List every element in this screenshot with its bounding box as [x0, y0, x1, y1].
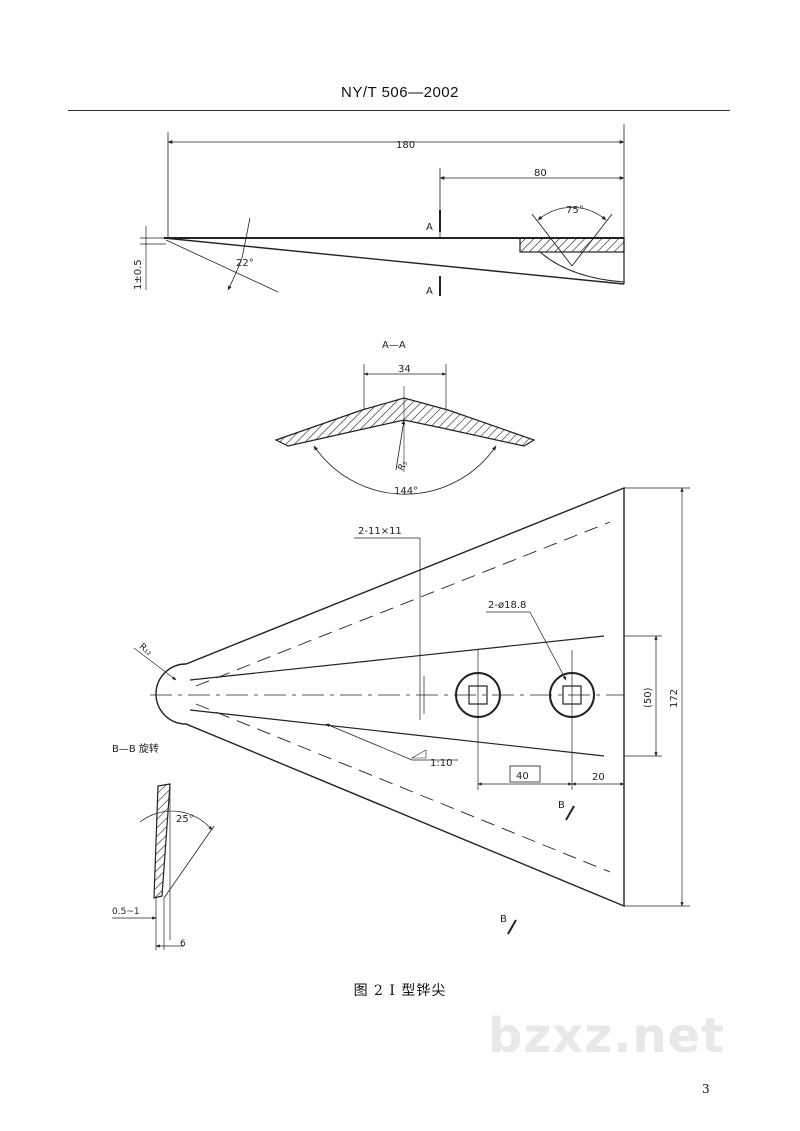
angle-22: 22°	[236, 258, 254, 269]
dim-6: 6	[180, 939, 186, 949]
dim-20: 20	[592, 772, 605, 783]
hole-diameter-label: 2-ø18.8	[488, 600, 526, 611]
dim-80: 80	[534, 168, 547, 179]
tolerance-label: 1±0.5	[133, 259, 144, 290]
radius-r12: R₁₂	[137, 642, 154, 659]
page-number: 3	[702, 1082, 710, 1096]
dim-34: 34	[398, 364, 411, 375]
angle-144: 144°	[394, 486, 418, 497]
hole-slot-label: 2-11×11	[358, 526, 402, 537]
dim-05-1: 0.5~1	[112, 907, 140, 917]
side-view	[140, 124, 625, 296]
angle-25: 25°	[176, 814, 194, 825]
section-aa	[274, 364, 536, 495]
plan-view	[133, 486, 690, 935]
section-bb	[112, 783, 215, 950]
dim-172: 172	[669, 689, 680, 708]
watermark-text: bzxz.net	[488, 1008, 726, 1064]
section-mark-a-top: A	[426, 222, 433, 233]
section-mark-b-upper: B	[558, 800, 565, 811]
dim-180: 180	[396, 140, 415, 151]
section-mark-b-lower: B	[500, 914, 507, 925]
section-bb-title: B—B 旋转	[112, 742, 159, 755]
dim-40: 40	[516, 771, 529, 782]
slope-label: 1:10	[430, 758, 452, 769]
figure-caption: 图 2 I 型铧尖	[353, 983, 447, 999]
angle-75: 75°	[566, 205, 584, 216]
standard-number-header: NY/T 506—2002	[341, 84, 459, 101]
section-mark-a-bottom: A	[426, 286, 433, 297]
dim-50: (50)	[643, 687, 654, 708]
header-rule	[68, 110, 730, 111]
section-aa-title: A—A	[382, 340, 406, 351]
radius-r5: R₅	[396, 459, 410, 473]
